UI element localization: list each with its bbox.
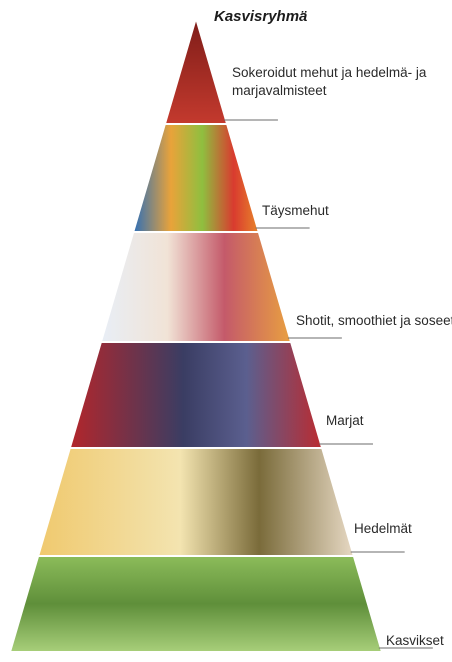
label-sugary-juices-line2: marjavalmisteet [232,82,426,100]
band-sugary-juices [165,18,227,124]
pyramid-title: Kasvisryhmä [214,8,307,25]
band-fruits [38,448,354,556]
label-vegetables: Kasvikset [386,632,444,650]
pyramid-bands [10,18,382,652]
label-fruits: Hedelmät [354,520,412,538]
label-pure-juices: Täysmehut [262,202,329,220]
band-pure-juices [133,124,259,232]
label-sugary-juices: Sokeroidut mehut ja hedelmä- ja marjaval… [232,64,426,100]
band-shots-smoothies [101,232,291,342]
label-sugary-juices-line1: Sokeroidut mehut ja hedelmä- ja [232,64,426,82]
label-berries: Marjat [326,412,364,430]
band-berries [70,342,322,448]
label-shots-smoothies: Shotit, smoothiet ja soseet [296,312,452,330]
band-vegetables [10,556,382,652]
